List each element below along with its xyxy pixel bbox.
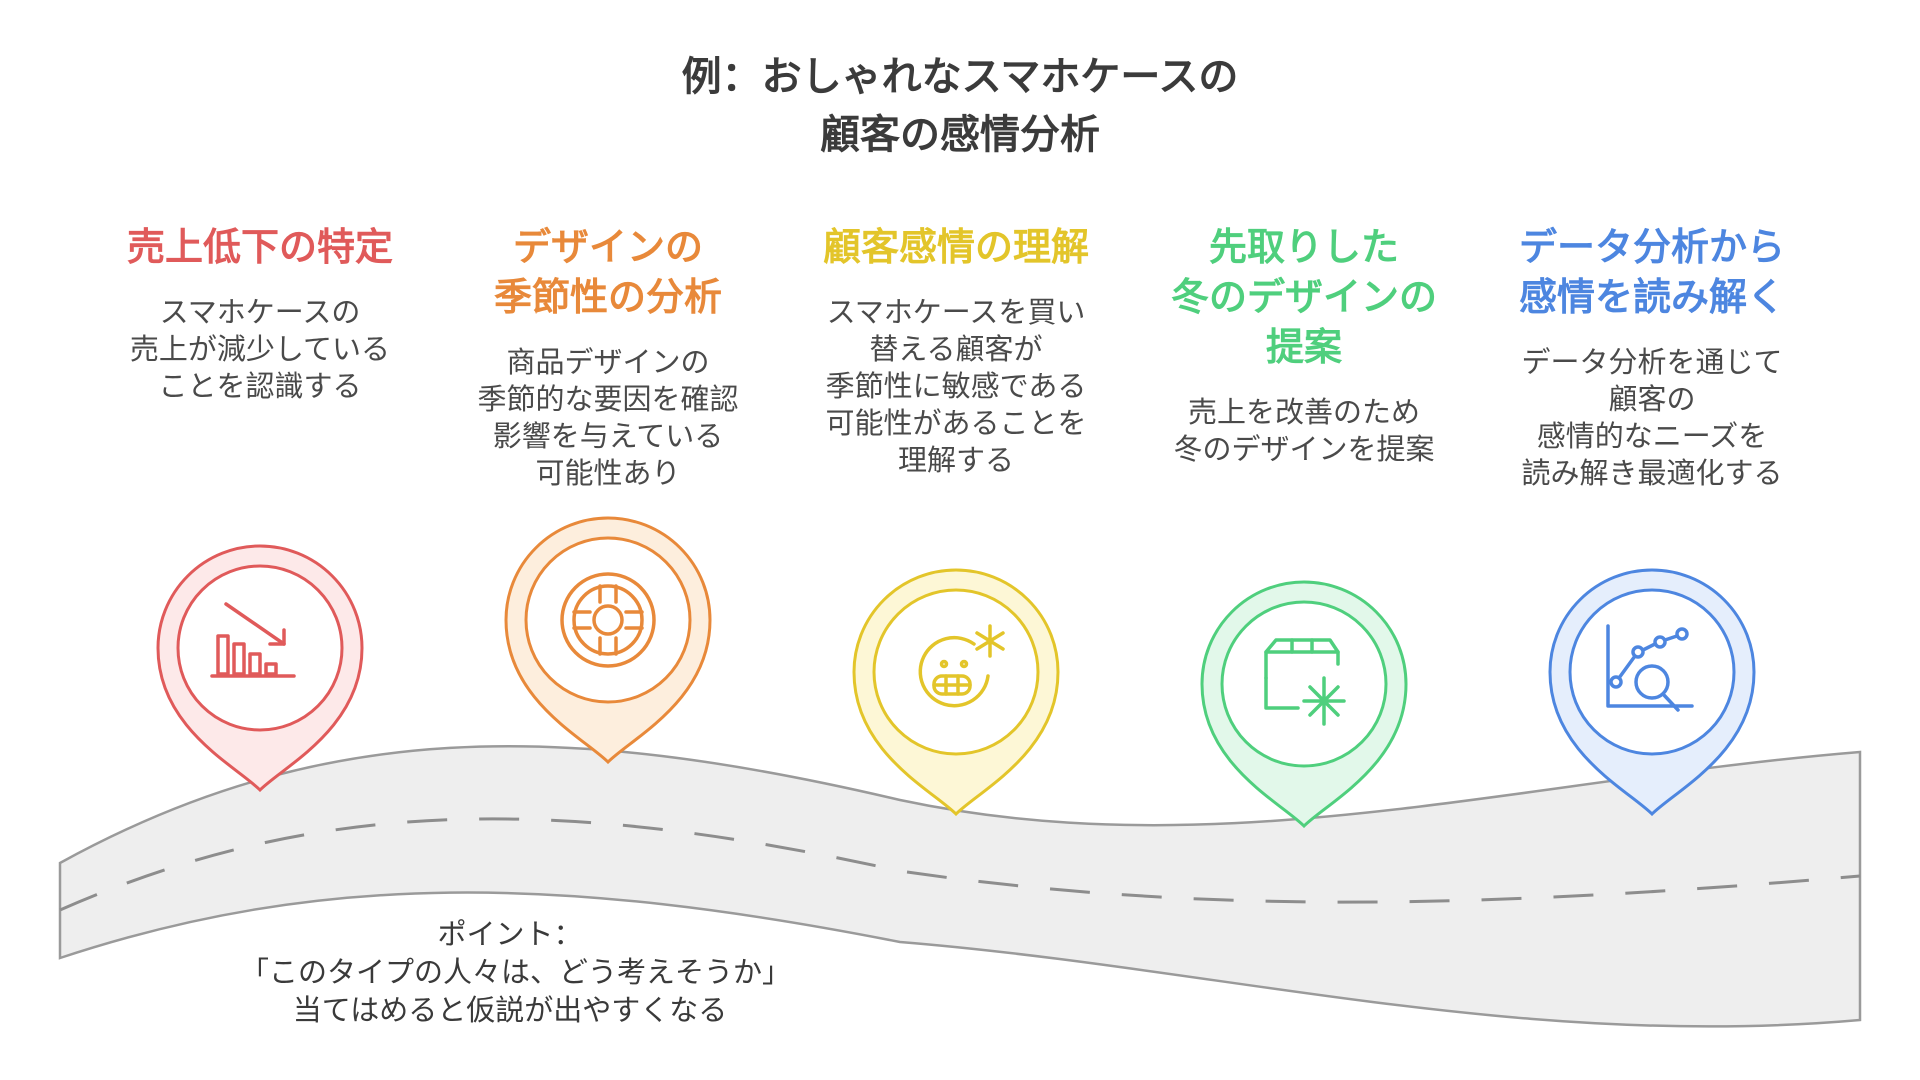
step-1-marker <box>156 544 364 793</box>
step-description-line: スマホケースの <box>159 295 361 329</box>
step-heading-line: 売上低下の特定 <box>126 225 393 269</box>
point-line-3: 当てはめると仮説が出やすくなる <box>292 993 728 1027</box>
target-dial-icon <box>560 572 656 668</box>
pin-inner-circle <box>872 588 1040 756</box>
step-description-line: 影響を与えている <box>492 419 724 453</box>
step-4: 先取りした冬のデザインの提案売上を改善のため冬のデザインを提案 <box>1134 222 1474 468</box>
step-description: スマホケースの売上が減少していることを認識する <box>90 294 430 405</box>
title-line-2: 顧客の感情分析 <box>820 112 1100 158</box>
step-2: デザインの季節性の分析商品デザインの季節的な要因を確認影響を与えている可能性あり <box>438 222 778 492</box>
step-description: 売上を改善のため冬のデザインを提案 <box>1134 394 1474 468</box>
step-heading-line: デザインの <box>512 225 703 269</box>
winter-package-icon <box>1264 638 1346 726</box>
step-description-line: 替える顧客が <box>869 332 1043 366</box>
step-description-line: 季節的な要因を確認 <box>477 382 739 416</box>
step-description-line: 商品デザインの <box>506 345 710 379</box>
declining-bar-chart-icon <box>210 602 296 678</box>
step-description: 商品デザインの季節的な要因を確認影響を与えている可能性あり <box>438 344 778 492</box>
step-heading-line: 提案 <box>1265 325 1342 369</box>
step-heading: デザインの季節性の分析 <box>438 222 778 322</box>
step-heading-line: 感情を読み解く <box>1518 275 1785 319</box>
step-description-line: ことを認識する <box>158 369 362 403</box>
step-3-marker <box>852 568 1060 817</box>
step-description-line: データ分析を通じて <box>1521 345 1783 379</box>
chart-magnifier-icon <box>1606 624 1694 712</box>
pin-inner-circle <box>176 564 344 732</box>
step-heading: 売上低下の特定 <box>90 222 430 272</box>
point-note: ポイント： 「このタイプの人々は、どう考えそうか」 当てはめると仮説が出やすくな… <box>240 915 792 1029</box>
step-description-line: 理解する <box>897 443 1014 477</box>
step-description-line: 売上が減少している <box>129 332 391 366</box>
step-description: スマホケースを買い替える顧客が季節性に敏感である可能性があることを理解する <box>786 294 1126 479</box>
step-heading: 顧客感情の理解 <box>786 222 1126 272</box>
step-description-line: 冬のデザインを提案 <box>1173 432 1435 466</box>
title-line-1: 例：おしゃれなスマホケースの <box>681 54 1239 100</box>
point-line-2: 「このタイプの人々は、どう考えそうか」 <box>240 955 792 989</box>
step-3: 顧客感情の理解スマホケースを買い替える顧客が季節性に敏感である可能性があることを… <box>786 222 1126 479</box>
step-5-marker <box>1548 568 1756 817</box>
step-heading-line: 先取りした <box>1208 225 1399 269</box>
cold-face-icon <box>918 624 1005 708</box>
step-description-line: 読み解き最適化する <box>1521 456 1783 490</box>
step-heading: 先取りした冬のデザインの提案 <box>1134 222 1474 372</box>
step-description-line: 売上を改善のため <box>1187 395 1420 429</box>
road-surface <box>58 744 1862 1028</box>
step-heading-line: 冬のデザインの <box>1170 275 1437 319</box>
step-description-line: 可能性あり <box>535 456 681 490</box>
step-description: データ分析を通じて顧客の感情的なニーズを読み解き最適化する <box>1482 344 1822 492</box>
step-2-marker <box>504 516 712 765</box>
point-line-1: ポイント： <box>437 917 583 951</box>
step-description-line: スマホケースを買い <box>826 295 1086 329</box>
page-title: 例：おしゃれなスマホケースの 顧客の感情分析 <box>0 48 1920 164</box>
step-heading-line: 顧客感情の理解 <box>822 225 1089 269</box>
step-description-line: 感情的なニーズを <box>1536 419 1768 453</box>
step-description-line: 季節性に敏感である <box>825 369 1087 403</box>
step-heading-line: 季節性の分析 <box>493 275 722 319</box>
step-1: 売上低下の特定スマホケースの売上が減少していることを認識する <box>90 222 430 405</box>
pin-inner-circle <box>524 536 692 704</box>
pin-inner-circle <box>1220 600 1388 768</box>
step-5: データ分析から感情を読み解くデータ分析を通じて顧客の感情的なニーズを読み解き最適… <box>1482 222 1822 492</box>
step-description-line: 可能性があることを <box>825 406 1087 440</box>
pin-inner-circle <box>1568 588 1736 756</box>
step-heading-line: データ分析から <box>1518 225 1785 269</box>
step-4-marker <box>1200 580 1408 829</box>
step-description-line: 顧客の <box>1608 382 1696 416</box>
step-heading: データ分析から感情を読み解く <box>1482 222 1822 322</box>
